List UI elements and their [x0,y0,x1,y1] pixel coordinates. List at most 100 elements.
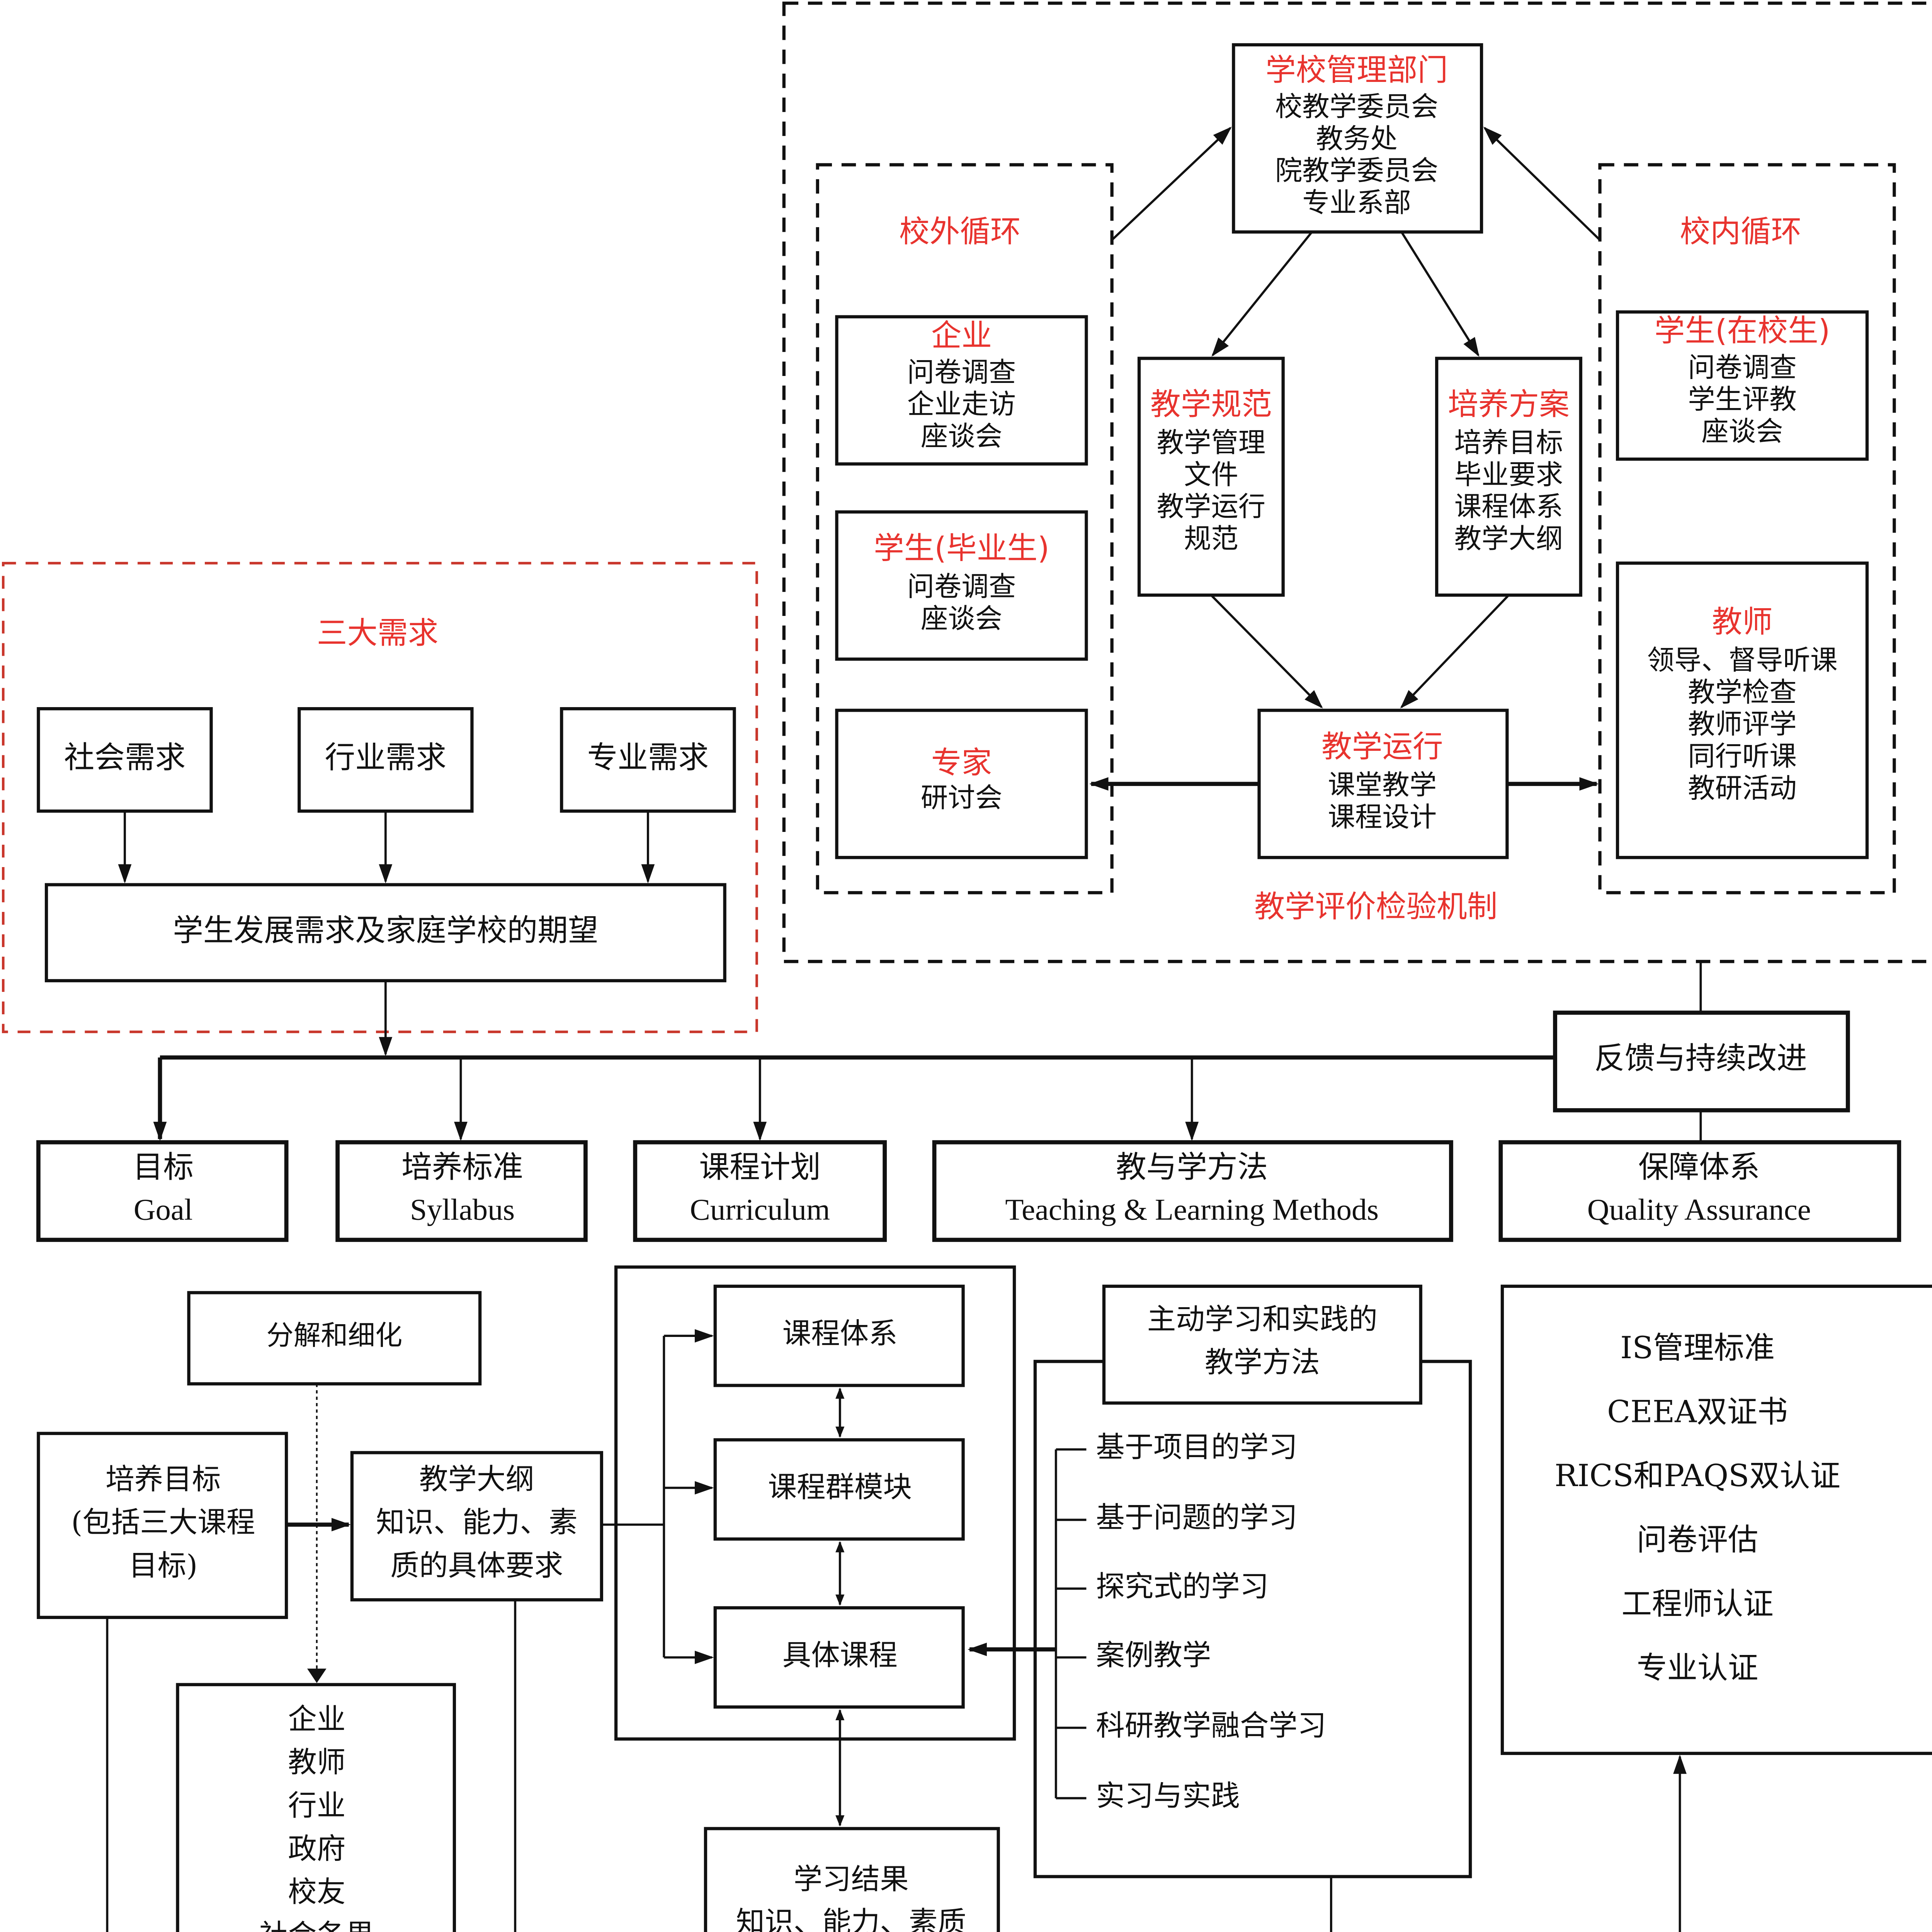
teaching-syllabus-box [350,1451,603,1602]
active-learning-title: 主动学习和实践的 [1147,1302,1378,1336]
learning-outcome-line: 学习结果 [794,1862,909,1896]
experts-line: 研讨会 [921,782,1002,814]
pillars-region: 反馈与持续改进 目标 Goal 培养标准 Syllabus 课程计划 Curri… [36,961,1901,1242]
connector-methods-to-matrix [1330,1876,1332,1932]
feedback-box [1553,1010,1850,1112]
quality-item: IS管理标准 [1620,1330,1775,1366]
teaching-operation-box [1257,709,1509,859]
training-plan-line: 毕业要求 [1454,459,1563,490]
active-learning-title-box [1102,1284,1422,1405]
combined-expectations-label: 学生发展需求及家庭学校的期望 [173,912,598,948]
teaching-syllabus-line: 教学大纲 [419,1462,534,1496]
teachers-line: 教学检查 [1688,676,1797,708]
arrow-plan-to-operation [1400,594,1510,709]
management-line: 院教学委员会 [1275,155,1438,187]
pillar-cn-label: 保障体系 [1638,1149,1760,1185]
teachers-line: 领导、督导听课 [1647,645,1838,676]
training-goal-line: 目标) [129,1549,197,1582]
stakeholder-item: 社会各界 [259,1918,374,1932]
teaching-norms-box [1137,357,1285,597]
specific-courses-box [713,1606,965,1709]
goal-decomposition-region: 分解和细化 培养目标 (包括三大课程 目标) 教学大纲 知识、能力、素 质的具体… [37,1291,603,1932]
three-demands-label: 三大需求 [317,615,439,651]
learning-outcome-box [704,1827,1000,1932]
arrow-external-to-management [1111,126,1232,241]
training-goal-line: 培养目标 [105,1462,221,1496]
feedback-label: 反馈与持续改进 [1594,1041,1807,1076]
pillar-teaching-methods [932,1140,1453,1242]
method-item: 实习与实践 [1096,1779,1240,1813]
enterprise-line: 企业走访 [907,388,1016,420]
internal-loop-border [1598,163,1896,895]
active-learning-title: 教学方法 [1205,1345,1320,1379]
current-students-line: 问卷调查 [1688,352,1797,383]
training-goal-box [37,1432,288,1619]
stakeholders-box [176,1683,456,1932]
quality-item: CEEA双证书 [1607,1394,1788,1430]
arrow-internal-to-management [1483,126,1601,241]
stakeholder-item: 政府 [288,1832,345,1866]
stakeholder-item: 企业 [288,1702,345,1736]
method-item: 基于项目的学习 [1096,1430,1298,1464]
quality-item: 专业认证 [1637,1650,1759,1685]
training-plan-box [1435,357,1582,597]
experts-title: 专家 [931,745,992,781]
management-title: 学校管理部门 [1265,52,1448,88]
pillar-en-label: Goal [134,1193,193,1226]
training-plan-title: 培养方案 [1448,386,1570,422]
method-item: 探究式的学习 [1096,1570,1269,1603]
teaching-norms-line: 教学管理 [1157,427,1266,459]
training-plan-line: 教学大纲 [1454,523,1563,554]
teaching-operation-line: 课堂教学 [1328,769,1437,801]
teachers-line: 教研活动 [1688,772,1797,804]
pillar-en-label: Teaching & Learning Methods [1005,1193,1379,1226]
teachers-box [1616,561,1869,859]
graduates-title: 学生(毕业生) [874,531,1049,566]
three-demands-dashed-border [2,562,758,1033]
management-box [1232,43,1483,234]
quality-item: 问卷评估 [1637,1522,1759,1558]
demand-label: 专业需求 [587,740,709,775]
training-goal-line: (包括三大课程 [71,1505,255,1539]
teaching-norms-line: 文件 [1184,459,1238,490]
teaching-norms-title: 教学规范 [1150,386,1272,422]
demand-box-industry [298,707,474,813]
course-system-label: 课程体系 [782,1317,898,1350]
pillar-en-label: Curriculum [690,1193,830,1226]
decompose-box [187,1291,482,1386]
active-learning-region: 主动学习和实践的 教学方法 基于项目的学习 基于问题的学习 探究式的学习 案例教… [968,1284,1472,1932]
teaching-norms-line: 规范 [1184,523,1238,554]
evaluation-mechanism-region: 教学评价检验机制 校外循环 企业 问卷调查 企业走访 座谈会 学生(毕业生) 问… [782,2,1932,963]
pillar-quality-assurance [1498,1140,1901,1242]
graduates-box [835,510,1088,661]
enterprise-title: 企业 [931,318,992,353]
external-loop-border [816,163,1114,895]
course-modules-label: 课程群模块 [768,1470,912,1504]
method-item: 科研教学融合学习 [1096,1709,1326,1742]
three-demands-region: 三大需求 社会需求 行业需求 专业需求 学生发展需求及家庭学校的期望 [2,562,758,1033]
active-learning-frame [1033,1360,1472,1878]
current-students-line: 座谈会 [1701,416,1783,447]
quality-assurance-region: IS管理标准 CEEA双证书 RICS和PAQS双认证 问卷评估 工程师认证 专… [1500,1284,1932,1932]
teachers-line: 教师评学 [1688,708,1797,740]
pillar-en-label: Syllabus [410,1193,515,1226]
enterprise-box [835,315,1088,466]
pillar-cn-label: 目标 [133,1149,194,1185]
pillar-cn-label: 培养标准 [401,1149,523,1185]
pillar-cn-label: 教与学方法 [1116,1149,1268,1185]
course-modules-box [713,1438,965,1541]
method-item: 基于问题的学习 [1096,1501,1298,1534]
teaching-norms-line: 教学运行 [1157,491,1266,522]
teaching-syllabus-line: 质的具体要求 [390,1549,563,1582]
training-plan-line: 课程体系 [1454,491,1563,522]
stakeholder-item: 行业 [288,1789,345,1822]
arrow-norms-to-operation [1210,594,1323,709]
teaching-syllabus-line: 知识、能力、素 [376,1505,578,1539]
management-line: 专业系部 [1302,187,1411,218]
pillar-en-label: Quality Assurance [1587,1193,1811,1226]
external-loop-label: 校外循环 [899,214,1021,249]
pillar-goal [36,1140,289,1242]
graduates-line: 座谈会 [921,603,1002,634]
demand-box-society [37,707,213,813]
